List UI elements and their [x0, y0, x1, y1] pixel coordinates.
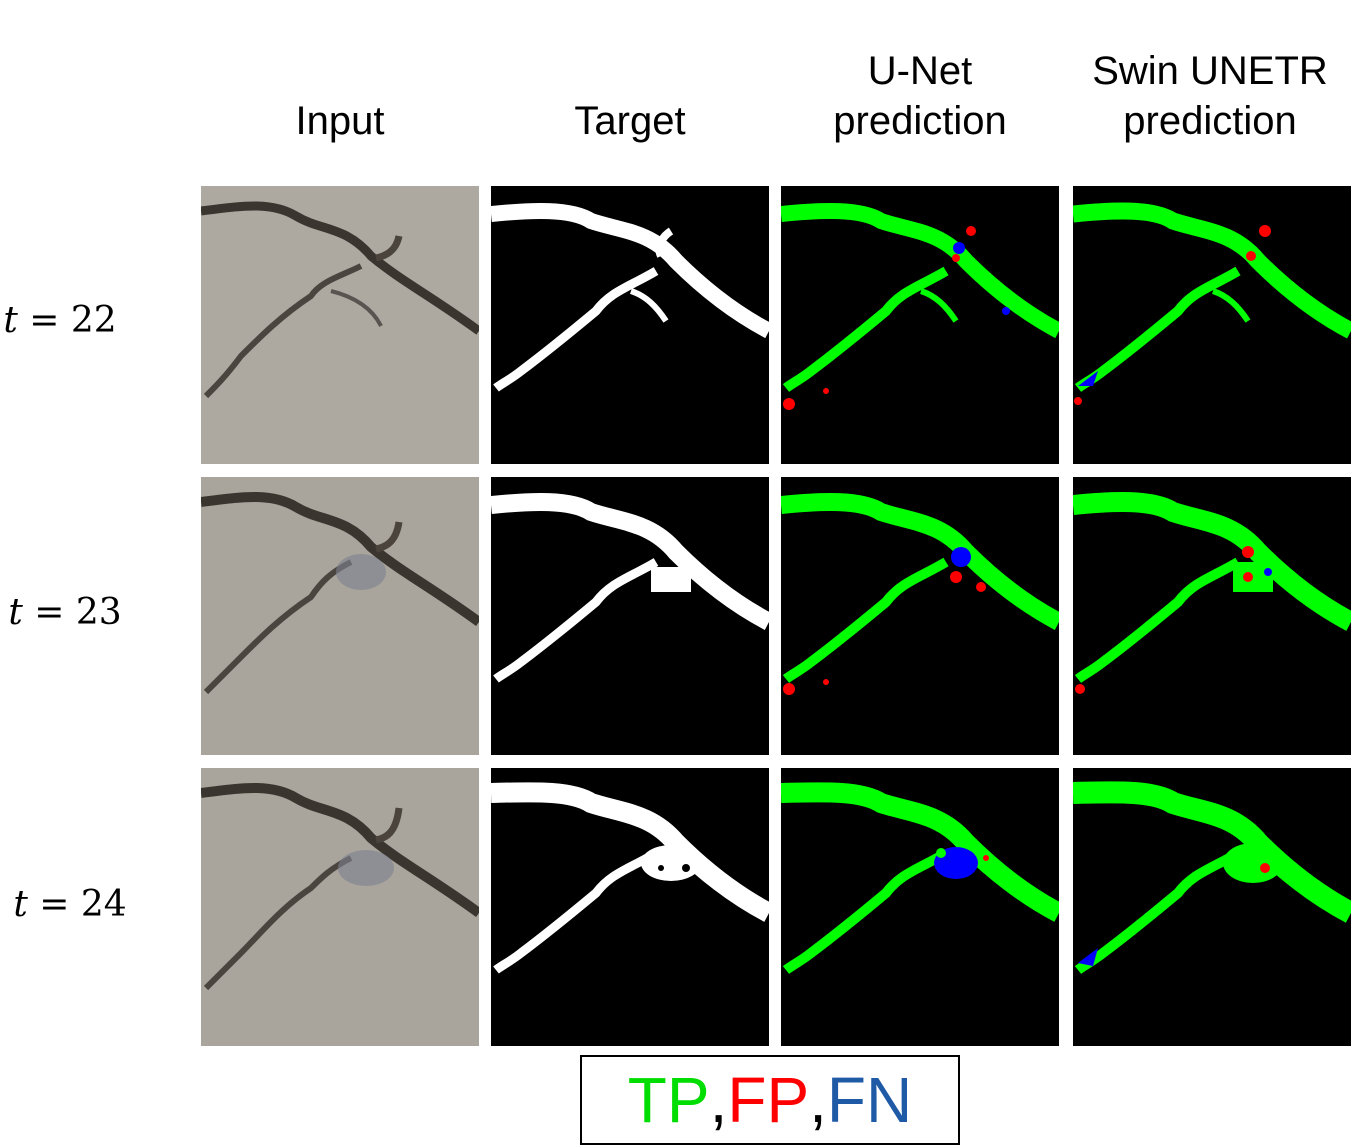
legend-sep-1: ,	[709, 1064, 728, 1136]
panel-swin-t23	[1073, 477, 1351, 755]
legend-fp: FP	[727, 1064, 810, 1136]
panel-input-t23	[201, 477, 479, 755]
panel-unet-t24	[781, 768, 1059, 1046]
panel-unet-t23	[781, 477, 1059, 755]
panel-input-t22	[201, 186, 479, 464]
legend-sep-2: ,	[809, 1064, 827, 1136]
panel-input-t24	[201, 768, 479, 1046]
legend-fn: FN	[826, 1064, 913, 1136]
panel-swin-t24	[1073, 768, 1351, 1046]
legend-box: TP , FP , FN	[580, 1055, 960, 1145]
legend-tp: TP	[627, 1064, 710, 1136]
panel-unet-t22	[781, 186, 1059, 464]
panel-target-t22	[491, 186, 769, 464]
row-label-t23: t = 23	[8, 592, 122, 633]
panel-target-t23	[491, 477, 769, 755]
panel-swin-t22	[1073, 186, 1351, 464]
column-header-input: Input	[295, 99, 385, 143]
row-label-t24: t = 24	[13, 884, 127, 925]
column-header-swin: Swin UNETR prediction	[1092, 49, 1328, 143]
row-label-t22: t = 22	[3, 300, 117, 341]
column-header-target: Target	[574, 99, 686, 143]
panel-target-t24	[491, 768, 769, 1046]
column-header-unet: U-Net prediction	[833, 49, 1007, 143]
